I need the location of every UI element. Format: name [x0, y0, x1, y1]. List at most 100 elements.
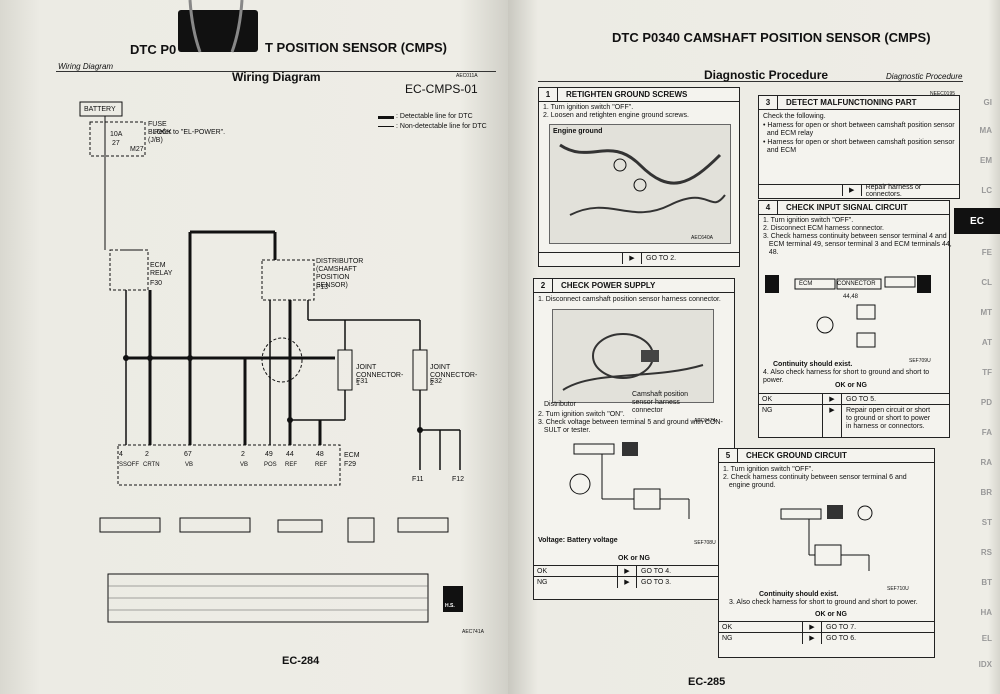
- engine-ground-illustration: [549, 124, 731, 244]
- step-4-fig: SEF709U: [909, 358, 931, 364]
- tab-at[interactable]: AT: [981, 338, 992, 347]
- cmps-connector-label: Camshaft position sensor harness connect…: [632, 391, 689, 414]
- step-1-fig: AEC640A: [691, 235, 713, 241]
- tab-rs[interactable]: RS: [980, 548, 992, 557]
- tab-cl[interactable]: CL: [981, 278, 992, 287]
- battery-box: [79, 101, 123, 117]
- tab-fe[interactable]: FE: [981, 248, 992, 257]
- code-top: NEEC0195: [930, 91, 956, 97]
- section-label: Diagnostic Procedure: [886, 72, 963, 81]
- tab-fa[interactable]: FA: [981, 428, 992, 437]
- step-2-header: 2 CHECK POWER SUPPLY: [534, 279, 734, 293]
- tab-lc[interactable]: LC: [981, 186, 992, 195]
- distributor-label: Distributor: [544, 401, 576, 408]
- step-2-fig: AEC647A: [694, 418, 716, 424]
- tab-ha[interactable]: HA: [980, 608, 992, 617]
- step-2-ng-row: NG▶GO TO 3.: [534, 576, 734, 588]
- tab-st[interactable]: ST: [981, 518, 992, 527]
- page-header-right: T POSITION SENSOR (CMPS): [265, 40, 448, 55]
- battery-label: BATTERY: [84, 106, 116, 113]
- joint2-conn: F32: [430, 378, 443, 385]
- tab-idx[interactable]: IDX: [978, 660, 992, 669]
- ground-test-illustration: [780, 505, 873, 571]
- step-1-footer: ▶GO TO 2.: [539, 252, 739, 264]
- connector-f13: [277, 519, 323, 533]
- distributor-box: [261, 259, 315, 301]
- step-4-line: 3. Check harness continuity between sens…: [763, 233, 947, 240]
- tab-bt[interactable]: BT: [981, 578, 992, 587]
- tab-em[interactable]: EM: [980, 156, 992, 165]
- legend-nondetectable: : Non-detectable line for DTC: [396, 123, 487, 130]
- bottom-code: AEC741A: [462, 629, 484, 635]
- step-4-line: 4. Also check harness for short to groun…: [763, 369, 930, 384]
- legend-nondetectable-line: [378, 126, 394, 127]
- tab-el[interactable]: EL: [981, 634, 992, 643]
- connector-label: CONNECTOR: [837, 281, 876, 287]
- step-1-line: 1. Turn ignition switch "OFF".: [543, 104, 634, 111]
- legend-detectable: : Detectable line for DTC: [396, 113, 473, 120]
- fuse-block-label: FUSE BLOCK (J/B): [148, 121, 172, 144]
- engine-ground-label: Engine ground: [553, 128, 603, 135]
- step-5-okng: OK or NG: [815, 611, 847, 618]
- step-4-ok-row: OK▶GO TO 5.: [759, 393, 949, 405]
- legend-detectable-line: [378, 116, 394, 119]
- diagram-id: EC-CMPS-01: [405, 82, 478, 96]
- ecm-box: [117, 444, 341, 486]
- page-number-left: EC-284: [282, 655, 320, 667]
- step-5-line: 1. Turn ignition switch "OFF".: [723, 466, 814, 473]
- step-4-box: 4 CHECK INPUT SIGNAL CIRCUIT 1. Turn ign…: [758, 200, 952, 438]
- step-5-ok-row: OK▶GO TO 7.: [719, 621, 934, 633]
- refer-note: Refer to "EL-POWER".: [154, 129, 226, 136]
- step-2-line: SULT or tester.: [538, 427, 591, 434]
- step-2-line: 1. Disconnect camshaft position sensor h…: [538, 296, 721, 303]
- ecm-relay-conn: F30: [150, 280, 163, 287]
- tab-br[interactable]: BR: [980, 488, 992, 497]
- step-4-okng: OK or NG: [835, 382, 867, 389]
- step-3-line: and ECM: [763, 147, 797, 154]
- tab-gi[interactable]: GI: [983, 98, 992, 107]
- ecm-pin-label: SSOFF: [119, 462, 140, 468]
- tab-tf[interactable]: TF: [982, 368, 992, 377]
- ecm-pin-num: 48: [316, 451, 324, 458]
- step-1-box: 1 RETIGHTEN GROUND SCREWS 1. Turn igniti…: [538, 87, 740, 267]
- step-1-line: 2. Loosen and retighten engine ground sc…: [543, 112, 689, 119]
- step-4-ng-row: NG▶Repair open circuit or short to groun…: [759, 404, 949, 437]
- splice-2: [147, 355, 153, 361]
- ecm-relay-box: [109, 249, 149, 291]
- step-4-line: 2. Disconnect ECM harness connector.: [763, 225, 885, 232]
- step-3-header: 3 DETECT MALFUNCTIONING PART: [759, 96, 959, 110]
- hs-badge: [443, 586, 463, 612]
- joint1-conn: F31: [356, 378, 369, 385]
- step-1-header: 1 RETIGHTEN GROUND SCREWS: [539, 88, 739, 102]
- tab-ec-active[interactable]: EC: [954, 208, 1000, 234]
- page-number-right: EC-285: [688, 676, 726, 688]
- step-5-box: 5 CHECK GROUND CIRCUIT 1. Turn ignition …: [718, 448, 935, 658]
- procedure-title: Diagnostic Procedure: [704, 68, 829, 82]
- fuse-num: 27: [112, 140, 120, 147]
- distributor-conn: F13: [316, 284, 329, 291]
- step-3-line: Check the following.: [763, 113, 826, 120]
- tab-ra[interactable]: RA: [980, 458, 992, 467]
- step-2-fig2: SEF708U: [694, 540, 716, 546]
- ecm-relay-label: ECM RELAY: [150, 262, 173, 277]
- ecm-pin-label: REF: [285, 462, 297, 468]
- ecm-pin-num: 44: [286, 451, 294, 458]
- connector-f31: [397, 517, 449, 533]
- step-5-line: 2. Check harness continuity between sens…: [723, 474, 907, 481]
- ecm-pin-num: 2: [241, 451, 245, 458]
- step-5-line: engine ground.: [723, 482, 776, 489]
- tab-ma[interactable]: MA: [979, 126, 992, 135]
- ecm-label: ECM: [344, 452, 360, 459]
- splice-4: [287, 417, 293, 423]
- tab-mt[interactable]: MT: [980, 308, 992, 317]
- hs-label: H.S.: [445, 603, 455, 609]
- joint1-box: [337, 349, 353, 391]
- tab-pd[interactable]: PD: [980, 398, 992, 407]
- right-page: DTC P0340 CAMSHAFT POSITION SENSOR (CMPS…: [508, 0, 1000, 694]
- step-2-box: 2 CHECK POWER SUPPLY 1. Disconnect camsh…: [533, 278, 735, 600]
- page-header-left: DTC P0: [130, 42, 177, 57]
- ecm-pin-label: CRTN: [143, 462, 160, 468]
- step-3-line: and ECM relay: [763, 130, 814, 137]
- step-3-footer: ▶Repair harness or connectors.: [759, 184, 959, 198]
- joint2-label: JOINT CONNECTOR-2: [430, 364, 478, 387]
